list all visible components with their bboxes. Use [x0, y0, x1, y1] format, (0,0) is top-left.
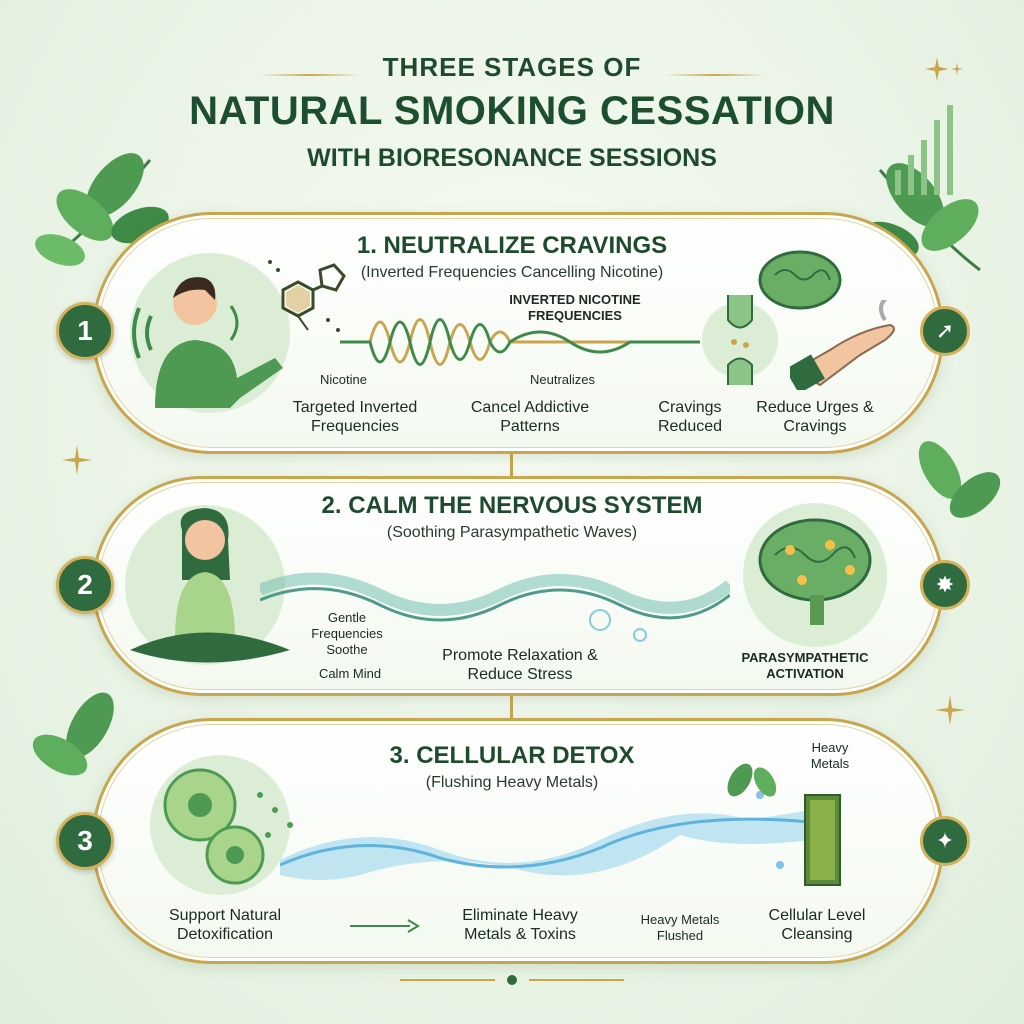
- cells-icon: [150, 755, 293, 895]
- calm-mind-label: Calm Mind: [318, 666, 382, 681]
- nicotine-molecule-icon: [268, 260, 346, 332]
- title-line-2: NATURAL SMOKING CESSATION: [189, 89, 835, 133]
- leaves-right-mid-decoration: [918, 441, 1001, 518]
- stage-1-title: 1. NEUTRALIZE CRAVINGS: [356, 232, 668, 259]
- sparkle-icon: [925, 57, 963, 81]
- targeted-frequencies-label: Targeted Inverted Frequencies: [292, 399, 418, 435]
- meditating-woman-figure: [125, 505, 290, 665]
- stage-1-subtitle: (Inverted Frequencies Cancelling Nicotin…: [360, 264, 664, 281]
- filter-icon: [804, 794, 841, 886]
- promote-relaxation-label: Promote Relaxation & Reduce Stress: [442, 647, 598, 683]
- stage-1-leaf-icon: ➚: [920, 306, 970, 356]
- cancel-addictive-patterns-label: Cancel Addictive Patterns: [470, 399, 590, 435]
- nicotine-label: Nicotine: [320, 372, 367, 387]
- stage-2-sun-icon: ✸: [920, 560, 970, 610]
- gentle-frequencies-label: Gentle Frequencies Soothe: [311, 610, 383, 657]
- sparkle-icon: [62, 445, 92, 475]
- stage-3-number-badge: 3: [56, 812, 114, 870]
- title-divider-left: [260, 74, 360, 76]
- stage-2-subtitle: (Soothing Parasympathetic Waves): [386, 524, 638, 541]
- brain-icon: [758, 250, 842, 310]
- cravings-reduced-label: Cravings Reduced: [657, 399, 723, 435]
- stage-3-subtitle: (Flushing Heavy Metals): [425, 774, 599, 791]
- stage-3-title: 3. CELLULAR DETOX: [389, 742, 635, 769]
- parasympathetic-activation-label: PARASYMPATHETIC ACTIVATION: [741, 650, 869, 681]
- water-flush-stream: [280, 791, 810, 880]
- heavy-metals-top-label: Heavy Metals: [810, 740, 850, 771]
- soothing-wave: [260, 572, 730, 642]
- panel-connector: [510, 448, 513, 476]
- title-line-3: WITH BIORESONANCE SESSIONS: [307, 144, 717, 172]
- stage-2-number-badge: 2: [56, 556, 114, 614]
- heavy-metals-flushed-label: Heavy Metals Flushed: [640, 912, 720, 943]
- person-figure: [130, 253, 290, 413]
- title-line-1: THREE STAGES OF: [382, 52, 642, 82]
- sparkle-icon: [935, 695, 965, 725]
- stage-1-number-badge: 1: [56, 302, 114, 360]
- neutralizes-label: Neutralizes: [530, 372, 596, 387]
- synapse-icon: [702, 295, 778, 385]
- panel-connector: [510, 690, 513, 718]
- chart-bars-decoration: [895, 105, 953, 195]
- arrow-right-icon: [350, 919, 420, 933]
- reduce-urges-label: Reduce Urges & Cravings: [756, 399, 874, 435]
- leaf-icon: [727, 763, 777, 797]
- stage-2-title: 2. CALM THE NERVOUS SYSTEM: [321, 492, 703, 519]
- stage-3-sparkle-icon: ✦: [920, 816, 970, 866]
- support-detox-label: Support Natural Detoxification: [168, 907, 282, 943]
- eliminate-heavy-metals-label: Eliminate Heavy Metals & Toxins: [462, 907, 578, 943]
- hand-releasing-smoke-icon: [790, 300, 895, 390]
- cellular-level-cleansing-label: Cellular Level Cleansing: [768, 907, 866, 943]
- title-divider-right: [665, 74, 765, 76]
- inverted-frequency-wave: [340, 318, 700, 366]
- brain-activation-icon: [743, 503, 887, 647]
- inverted-nicotine-frequencies-label: INVERTED NICOTINE FREQUENCIES: [509, 292, 641, 323]
- leaves-left-mid-decoration: [32, 692, 114, 776]
- title-block: THREE STAGES OF NATURAL SMOKING CESSATIO…: [0, 52, 1024, 173]
- bottom-divider-ornament: [400, 975, 624, 985]
